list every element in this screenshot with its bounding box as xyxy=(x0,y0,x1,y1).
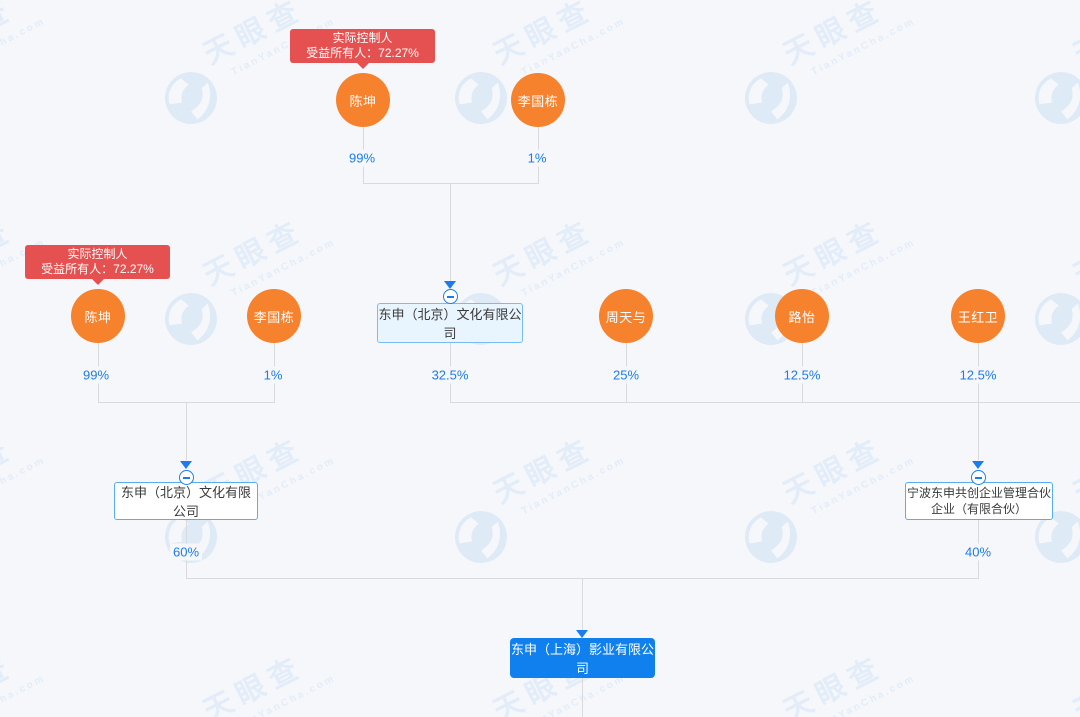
share-percentage: 1% xyxy=(524,149,550,167)
collapse-minus-icon[interactable] xyxy=(443,289,458,304)
watermark-brand-text: 天眼查 xyxy=(1068,0,1080,71)
watermark-brand-text: 天眼查 xyxy=(488,0,600,71)
watermark-brand-text: 天眼查 xyxy=(0,650,20,717)
watermark-domain-text: TianYanCha.com xyxy=(809,236,918,299)
arrow-down-icon xyxy=(180,461,192,469)
watermark-domain-text: TianYanCha.com xyxy=(519,672,628,717)
actual-controller-badge-mid: 实际控制人 受益所有人：72.27% xyxy=(25,245,170,279)
watermark-domain-text: TianYanCha.com xyxy=(809,15,918,78)
watermark-brand-text: 天眼查 xyxy=(198,214,310,292)
company-node-dongshen-beijing-lower[interactable]: 东申（北京）文化有限公司 xyxy=(114,482,258,520)
connector-line xyxy=(450,402,1080,403)
share-percentage: 40% xyxy=(961,543,995,561)
badge-line2: 受益所有人：72.27% xyxy=(41,262,154,276)
watermark-brand-text: 天眼查 xyxy=(488,432,600,510)
person-node-liguodong-mid[interactable]: 李国栋 xyxy=(247,289,301,343)
tianyancha-logo-icon xyxy=(1035,293,1080,346)
connector-line xyxy=(582,578,583,630)
company-node-dongshen-beijing-upper[interactable]: 东申（北京）文化有限公司 xyxy=(377,303,523,343)
share-percentage: 60% xyxy=(169,543,203,561)
tianyancha-logo-icon xyxy=(745,72,797,124)
watermark-domain-text: TianYanCha.com xyxy=(809,454,918,517)
connector-line xyxy=(363,183,539,184)
connector-line xyxy=(450,183,451,281)
watermark-domain-text: TianYanCha.com xyxy=(229,236,338,299)
tianyancha-logo-icon xyxy=(1035,72,1080,124)
watermark-brand-text: 天眼查 xyxy=(1068,432,1080,510)
connector-line xyxy=(186,402,187,460)
person-node-wanghongwei[interactable]: 王红卫 xyxy=(951,289,1005,343)
watermark-brand-text: 天眼查 xyxy=(488,214,600,292)
person-node-chenkun-top[interactable]: 陈坤 xyxy=(336,73,390,127)
watermark-domain-text: TianYanCha.com xyxy=(0,672,48,717)
watermark-brand-text: 天眼查 xyxy=(0,432,20,510)
connector-line xyxy=(582,678,583,717)
connector-line xyxy=(978,402,979,460)
arrow-down-icon xyxy=(576,630,588,638)
tianyancha-logo-icon xyxy=(455,511,507,563)
tianyancha-logo-icon xyxy=(165,72,217,124)
watermark-domain-text: TianYanCha.com xyxy=(519,15,628,78)
share-percentage: 12.5% xyxy=(956,366,1000,384)
arrow-down-icon xyxy=(972,461,984,469)
watermark-brand-text: 天眼查 xyxy=(778,650,890,717)
share-percentage: 1% xyxy=(260,366,286,384)
badge-line1: 实际控制人 xyxy=(67,247,128,261)
tianyancha-logo-icon xyxy=(455,72,507,124)
watermark-domain-text: TianYanCha.com xyxy=(229,672,338,717)
watermark-brand-text: 天眼查 xyxy=(778,432,890,510)
person-node-chenkun-mid[interactable]: 陈坤 xyxy=(71,289,125,343)
actual-controller-badge-top: 实际控制人 受益所有人：72.27% xyxy=(290,29,435,63)
company-node-dongshen-shanghai-root[interactable]: 东申（上海）影业有限公司 xyxy=(510,638,655,678)
share-percentage: 99% xyxy=(79,366,113,384)
badge-line1: 实际控制人 xyxy=(332,31,393,45)
person-node-zhoutianyu[interactable]: 周天与 xyxy=(599,289,653,343)
watermark-domain-text: TianYanCha.com xyxy=(519,454,628,517)
tianyancha-logo-icon xyxy=(165,293,217,346)
company-node-ningbo-dongshen-partnership[interactable]: 宁波东申共创企业管理合伙企业（有限合伙） xyxy=(905,482,1053,520)
watermark-brand-text: 天眼查 xyxy=(1068,650,1080,717)
tianyancha-logo-icon xyxy=(745,511,797,563)
share-percentage: 99% xyxy=(345,149,379,167)
watermark-domain-text: TianYanCha.com xyxy=(0,15,48,78)
watermark-domain-text: TianYanCha.com xyxy=(0,454,48,517)
badge-line2: 受益所有人：72.27% xyxy=(306,46,419,60)
arrow-down-icon xyxy=(444,281,456,289)
collapse-minus-icon[interactable] xyxy=(971,470,986,485)
share-percentage: 12.5% xyxy=(780,366,824,384)
share-percentage: 32.5% xyxy=(428,366,472,384)
person-node-liguodong-top[interactable]: 李国栋 xyxy=(511,73,565,127)
watermark-brand-text: 天眼查 xyxy=(778,0,890,71)
watermark-brand-text: 天眼查 xyxy=(1068,214,1080,292)
share-percentage: 25% xyxy=(609,366,643,384)
watermark-domain-text: TianYanCha.com xyxy=(519,236,628,299)
watermark-brand-text: 天眼查 xyxy=(0,0,20,71)
watermark-brand-text: 天眼查 xyxy=(198,650,310,717)
person-node-luyi[interactable]: 路怡 xyxy=(775,289,829,343)
collapse-minus-icon[interactable] xyxy=(179,470,194,485)
watermark-domain-text: TianYanCha.com xyxy=(809,672,918,717)
watermark-brand-text: 天眼查 xyxy=(778,214,890,292)
